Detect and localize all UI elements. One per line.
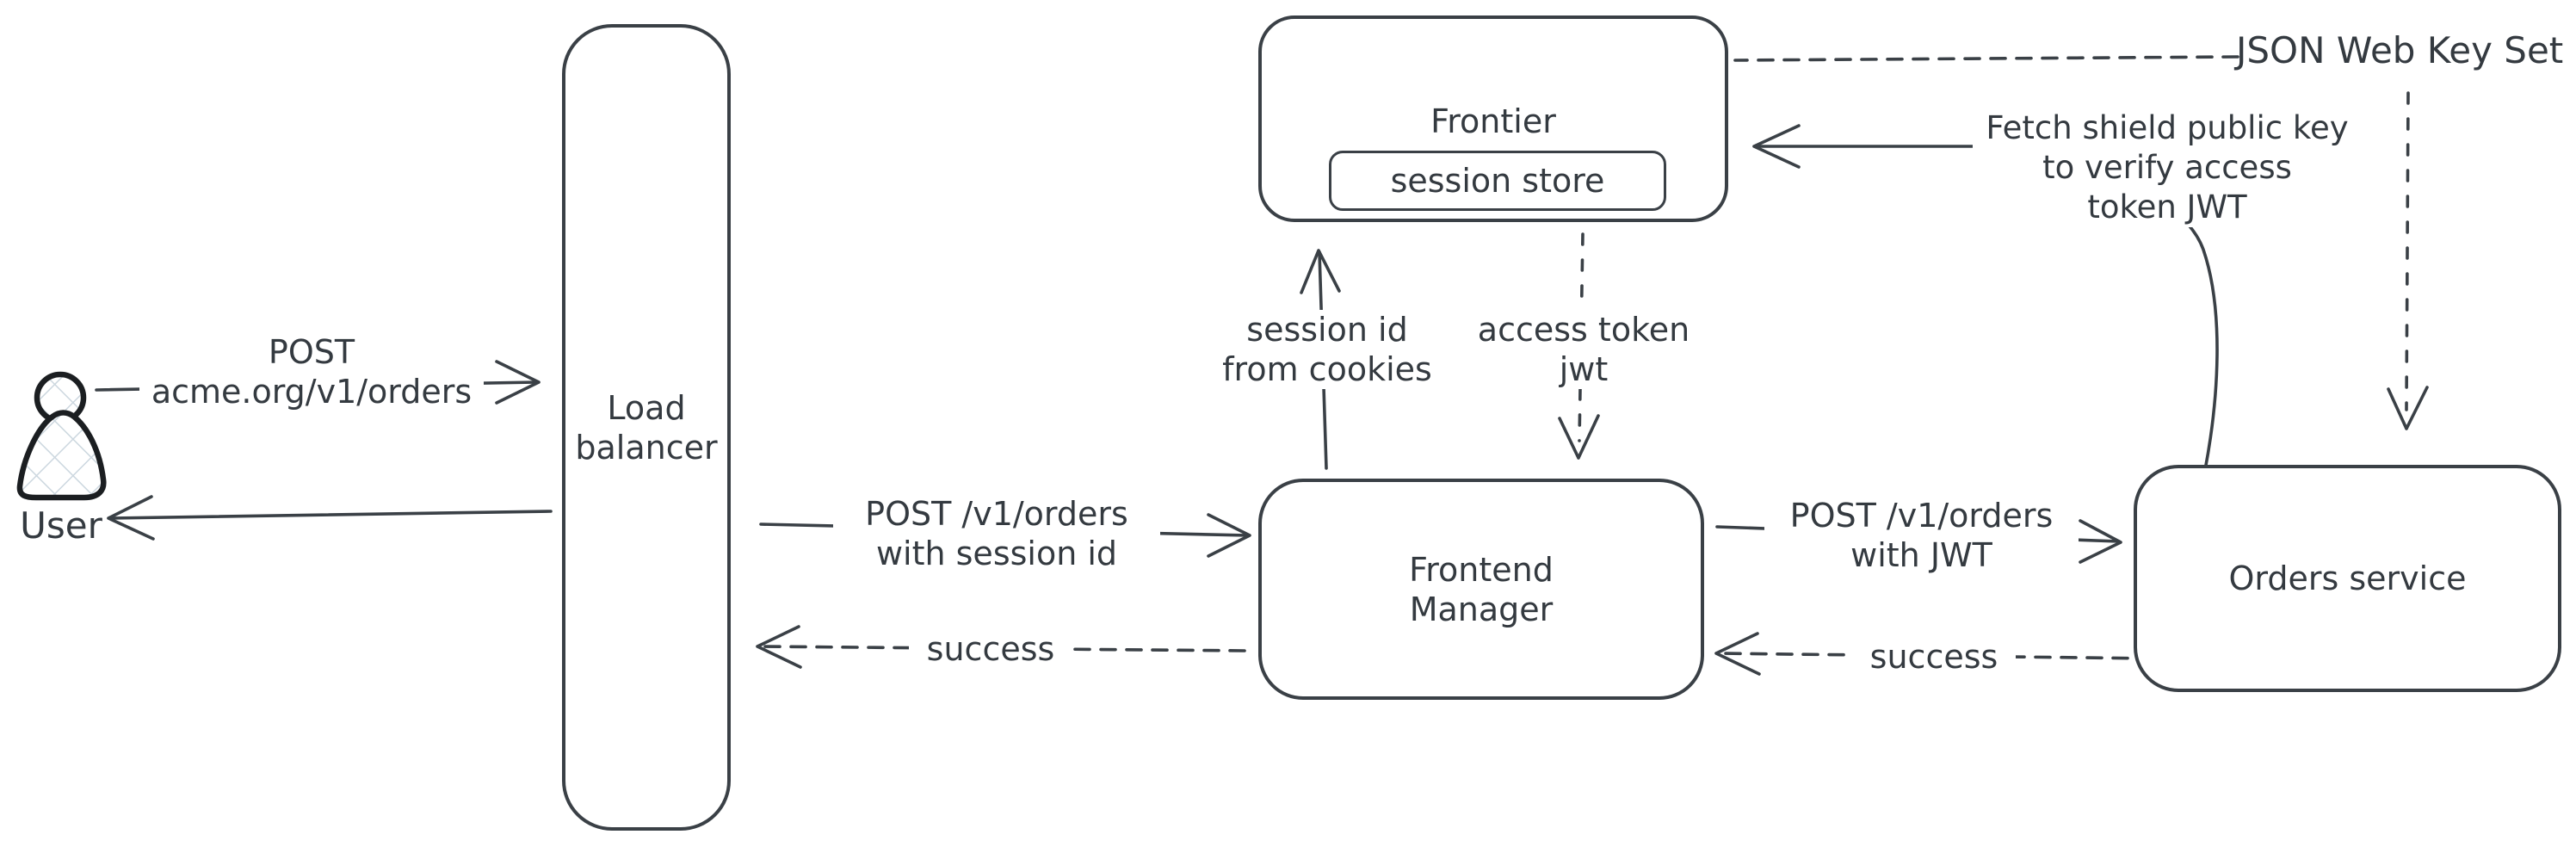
- frontier-label: Frontier: [1430, 102, 1556, 140]
- node-load-balancer: Load balancer: [562, 24, 731, 831]
- line-jwks-to-frontier: [1733, 55, 2239, 62]
- edge-label-success-left: success: [909, 629, 1072, 669]
- arrow-load-balancer-to-user: [107, 495, 553, 541]
- node-frontend-manager: Frontend Manager: [1258, 479, 1704, 700]
- frontend-manager-label: Frontend Manager: [1409, 550, 1554, 628]
- user-icon: [16, 371, 107, 501]
- edge-label-post-with-jwt: POST /v1/orders with JWT: [1764, 496, 2079, 575]
- edge-label-post-acme-orders: POST acme.org/v1/orders: [139, 332, 484, 411]
- edge-label-post-with-session-id: POST /v1/orders with session id: [833, 494, 1160, 573]
- session-store-label: session store: [1390, 162, 1605, 200]
- orders-service-label: Orders service: [2228, 560, 2467, 597]
- arrow-jwks-to-orders-service: [2387, 91, 2429, 430]
- edge-label-session-id-from-cookies: session id from cookies: [1198, 310, 1456, 389]
- edge-label-fetch-shield-public-key: Fetch shield public key to verify access…: [1973, 108, 2362, 227]
- user-label: User: [20, 504, 102, 547]
- node-session-store: session store: [1329, 151, 1666, 211]
- node-frontier: Frontier session store: [1258, 15, 1728, 222]
- load-balancer-label: Load balancer: [575, 388, 718, 467]
- edge-label-success-right: success: [1852, 637, 2016, 677]
- edge-label-access-token-jwt: access token jwt: [1455, 310, 1713, 389]
- jwks-label: JSON Web Key Set: [2236, 29, 2564, 71]
- node-orders-service: Orders service: [2134, 465, 2561, 692]
